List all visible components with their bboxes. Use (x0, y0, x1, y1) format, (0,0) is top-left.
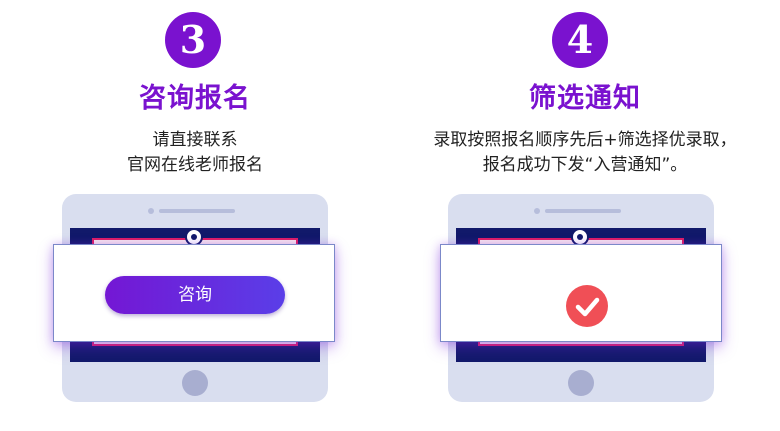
step-number-badge: 4 (552, 12, 608, 68)
step-title: 筛选通知 (529, 83, 641, 114)
notification-popup (440, 244, 722, 342)
step-4-panel: 4 筛选通知 录取按照报名顺序先后+筛选择优录取， 报名成功下发“入营通知”。 (390, 0, 780, 431)
tablet-speaker (159, 209, 235, 213)
step-number-badge: 3 (165, 12, 221, 68)
tablet-camera (534, 208, 540, 214)
home-button-icon (568, 370, 594, 396)
tablet-speaker (545, 209, 621, 213)
step-description: 录取按照报名顺序先后+筛选择优录取， 报名成功下发“入营通知”。 (390, 128, 780, 178)
home-button-icon (182, 370, 208, 396)
checkmark-circle-icon (566, 285, 608, 327)
step-description-line: 官网在线老师报名 (127, 155, 263, 175)
consult-popup: 咨询 (53, 244, 335, 342)
step-description-line: 请直接联系 (152, 130, 238, 150)
consult-button[interactable]: 咨询 (105, 276, 285, 314)
step-description-line: 录取按照报名顺序先后+筛选择优录取， (433, 130, 737, 150)
step-description: 请直接联系 官网在线老师报名 (0, 128, 390, 178)
step-title: 咨询报名 (139, 83, 251, 114)
step-3-panel: 3 咨询报名 请直接联系 官网在线老师报名 咨询 (0, 12, 390, 402)
tablet-camera (148, 208, 154, 214)
step-description-line: 报名成功下发“入营通知”。 (482, 155, 688, 175)
